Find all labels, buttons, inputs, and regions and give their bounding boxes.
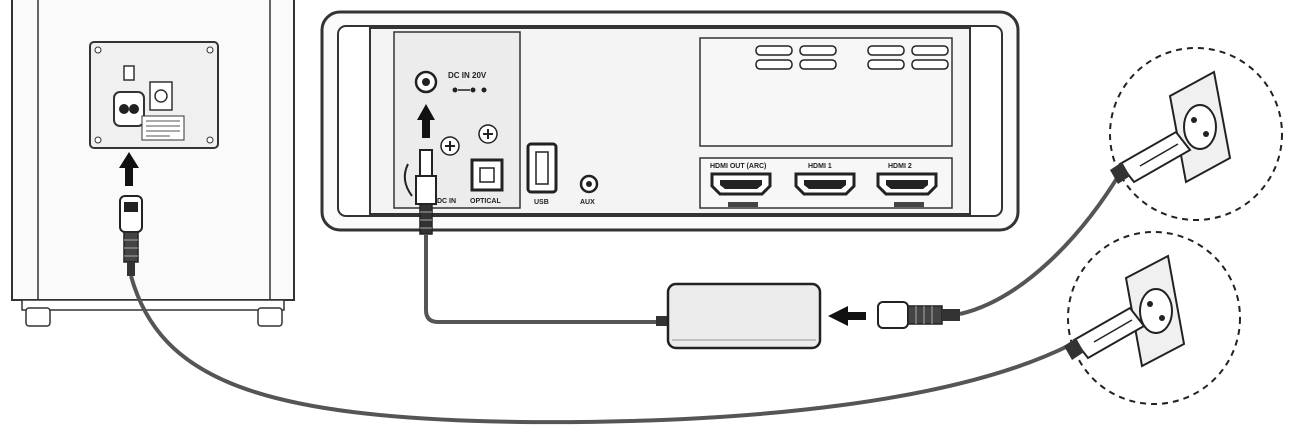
schuko-plug [1064, 306, 1146, 360]
hdmi-1-label: HDMI 1 [808, 163, 832, 170]
subwoofer-power-cable [129, 275, 1071, 425]
hdmi-out-label: HDMI OUT (ARC) [710, 163, 766, 170]
hdmi-2-port [876, 172, 938, 207]
schuko-plug [1110, 130, 1192, 184]
hdmi-out-port [710, 172, 772, 207]
adapter-brick [666, 282, 822, 350]
vent-slots [755, 45, 949, 70]
subwoofer-foot [25, 307, 51, 327]
hdmi-2-label: HDMI 2 [888, 163, 912, 170]
hdmi-1-port [794, 172, 856, 196]
aux-label: AUX [580, 199, 595, 206]
optical-label: OPTICAL [470, 198, 501, 205]
arrow-up-icon [417, 104, 435, 138]
vent-panel [699, 37, 953, 147]
soundbar: DC IN 20V DC IN OPTICAL USB [320, 10, 1020, 235]
arrow-left-icon [828, 306, 866, 326]
subwoofer [11, 0, 295, 327]
dc-cable [424, 234, 656, 324]
power-adapter [656, 282, 822, 350]
dc-in-voltage-label: DC IN 20V [448, 71, 487, 80]
adapter-input-plug [877, 301, 960, 329]
wall-outlet-lower [1064, 231, 1241, 405]
dc-in-label: DC IN [437, 198, 456, 205]
power-switch [123, 65, 135, 81]
figure8-plug [119, 195, 143, 276]
adapter-power-cable [959, 168, 1124, 316]
subwoofer-foot [257, 307, 283, 327]
usb-label: USB [534, 199, 549, 206]
arrow-up-icon [119, 152, 139, 186]
wall-outlet-upper [1109, 47, 1283, 221]
